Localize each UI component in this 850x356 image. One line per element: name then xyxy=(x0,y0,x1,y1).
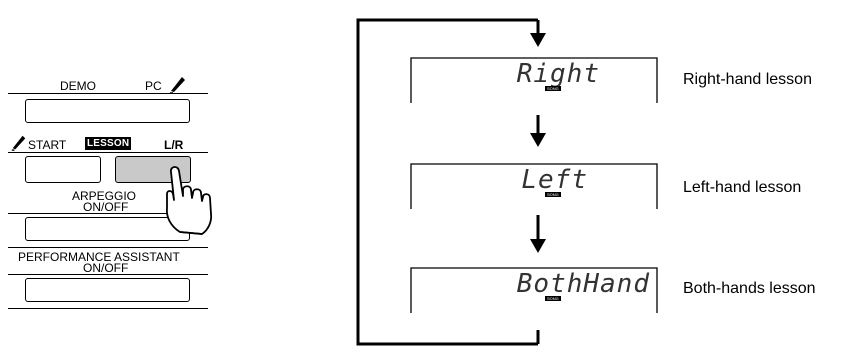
pen-icon xyxy=(11,135,26,151)
performance-button[interactable] xyxy=(25,278,190,302)
demo-label: DEMO xyxy=(60,79,96,93)
lcd-display-right: Right SONG xyxy=(410,57,658,104)
performance-label: PERFORMANCE ASSISTANT xyxy=(18,250,180,264)
arpeggio-onoff-label: ON/OFF xyxy=(83,200,129,214)
right-hand-description: Right-hand lesson xyxy=(683,71,812,88)
lcd-frame xyxy=(410,267,658,313)
arpeggio-label: ARPEGGIO xyxy=(72,189,137,203)
pc-label: PC xyxy=(145,79,162,93)
lcd-frame xyxy=(410,57,658,103)
lcd-text: Right xyxy=(516,59,600,89)
song-tag: SONG xyxy=(545,296,561,301)
arpeggio-button[interactable] xyxy=(25,217,190,241)
song-tag: SONG xyxy=(545,192,561,197)
lcd-text: Left xyxy=(521,165,588,195)
lr-label: L/R xyxy=(164,138,184,152)
demo-button[interactable] xyxy=(25,99,190,123)
panel-divider xyxy=(8,247,208,248)
lesson-badge: LESSON xyxy=(85,137,132,150)
panel-divider xyxy=(8,274,208,275)
panel-divider xyxy=(8,213,208,214)
start-label: START xyxy=(28,138,67,152)
left-hand-description: Left-hand lesson xyxy=(683,179,802,196)
lcd-display-bothhand: BothHand SONG xyxy=(410,267,658,314)
both-hands-description: Both-hands lesson xyxy=(683,280,816,297)
hand-pointer-icon xyxy=(165,166,213,235)
panel-divider xyxy=(8,308,208,309)
lcd-text: BothHand xyxy=(516,269,650,299)
lcd-display-left: Left SONG xyxy=(410,163,658,210)
performance-onoff-label: ON/OFF xyxy=(83,261,129,275)
panel-divider xyxy=(8,152,208,153)
song-tag: SONG xyxy=(545,86,561,91)
lcd-frame xyxy=(410,163,658,209)
panel-divider xyxy=(8,93,208,94)
start-button[interactable] xyxy=(25,156,101,183)
